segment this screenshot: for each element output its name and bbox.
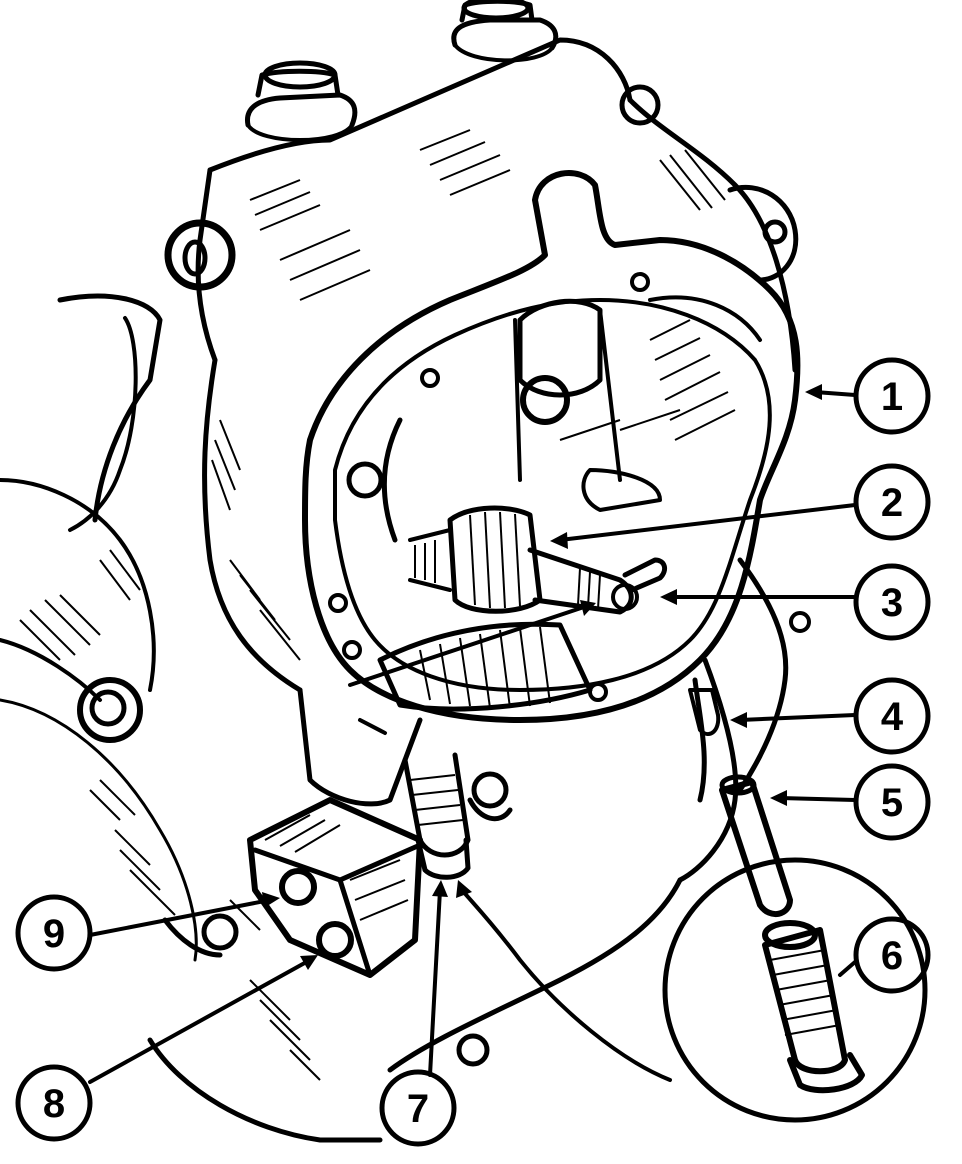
detail-inset [662,857,928,1123]
oil-pump-block [247,797,423,978]
callout-2: 2 [853,463,931,541]
callout-6-label: 6 [881,934,903,978]
callout-3-label: 3 [881,581,903,625]
callout-2-label: 2 [881,481,903,525]
top-stud-right [451,0,559,63]
callout-9-label: 9 [43,912,65,956]
callout-9: 9 [15,894,93,972]
callout-7-label: 7 [407,1087,429,1131]
callout-7: 7 [379,1069,457,1147]
union-nut [402,752,513,880]
top-right-lug [619,84,661,126]
callout-8: 8 [15,1064,93,1142]
top-stud-left [244,60,358,142]
callout-3: 3 [853,563,931,641]
right-lug [727,184,799,283]
oil-feed-pin [719,774,793,917]
callout-6: 6 [853,916,931,994]
callout-8-label: 8 [43,1082,65,1126]
leader-lines [88,384,857,1084]
callout-1-label: 1 [881,375,903,419]
gearbox-interior [346,295,762,543]
callout-1: 1 [853,357,931,435]
callout-4-label: 4 [881,695,904,739]
timing-cover [0,293,198,962]
callout-4: 4 [853,677,931,755]
gearbox-housing [164,37,798,693]
callout-5: 5 [853,763,931,841]
mainshaft [408,505,668,615]
callout-5-label: 5 [881,781,903,825]
gasket-face [302,170,801,723]
